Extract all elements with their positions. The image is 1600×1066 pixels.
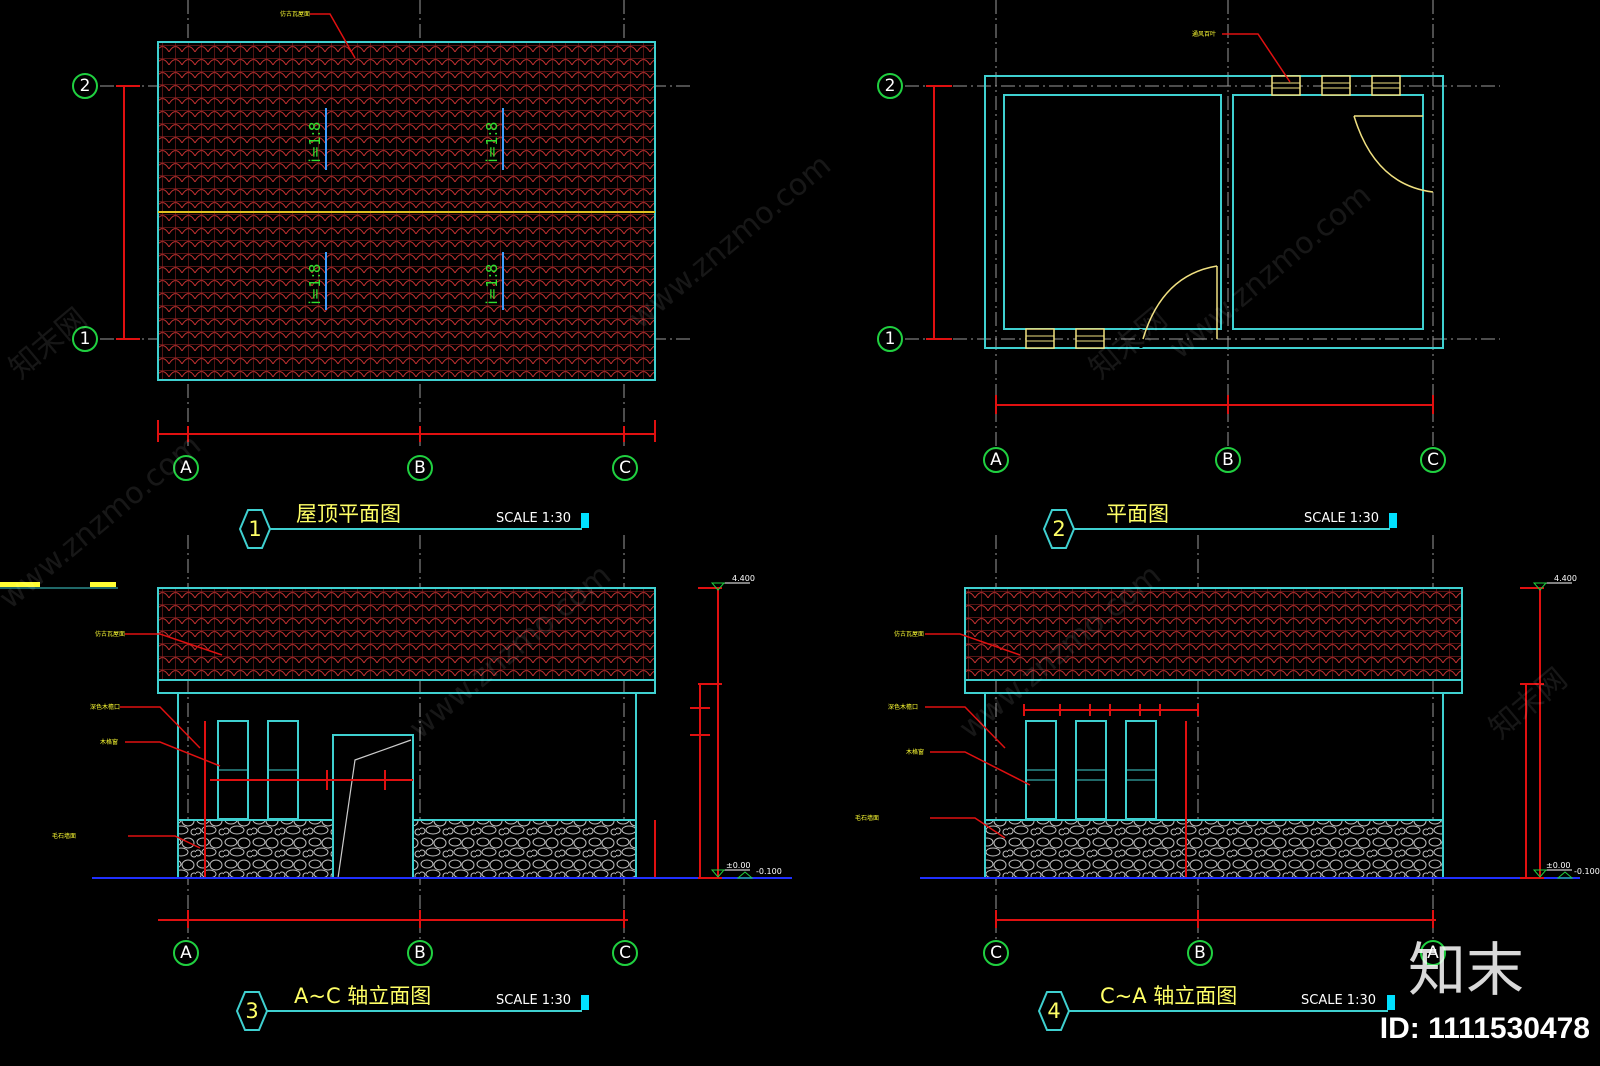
room-left xyxy=(1003,94,1222,330)
drawing-scale: SCALE 1:30 xyxy=(1304,511,1379,526)
stone-base-note: 毛石墙面 xyxy=(52,832,76,840)
stone-base-note: 毛石墙面 xyxy=(855,814,879,822)
drawing-scale: SCALE 1:30 xyxy=(496,993,571,1008)
slope-label: i=1:8 xyxy=(483,264,501,305)
drawing-title: C~A 轴立面图 xyxy=(1100,984,1237,1008)
drawing-title: A~C 轴立面图 xyxy=(294,984,431,1008)
elevation-minus: -0.100 xyxy=(756,867,782,876)
drawing-number: 3 xyxy=(245,999,258,1023)
axis-bubble-c: C xyxy=(1427,450,1439,470)
stone-base xyxy=(984,819,1444,879)
axis-bubble-a: A xyxy=(990,450,1002,470)
drawing-number-badge xyxy=(235,991,269,1031)
drawing-number-badge xyxy=(1042,509,1076,549)
axis-bubble-2: 2 xyxy=(885,76,896,96)
floor-plan-drawing: 通风百叶 2 1 A B C 2 平面图 SCALE 1:30 xyxy=(877,0,1500,549)
roof-tile-area xyxy=(964,587,1463,681)
brand-logo: 知末 xyxy=(1408,936,1524,1004)
elevation-c-a-drawing: 仿古瓦屋面 深色木檐口 木格窗 毛石墙面 4.400 ±0.00 -0.100 … xyxy=(855,535,1600,1031)
fascia-note: 深色木檐口 xyxy=(888,703,918,711)
roof-plan-drawing: i=1:8 i=1:8 i=1:8 i=1:8 仿古瓦屋面 2 1 A B C … xyxy=(72,0,690,549)
axis-bubble-b: B xyxy=(1222,450,1234,470)
drawing-number-badge xyxy=(238,509,272,549)
drawing-number: 4 xyxy=(1047,999,1060,1023)
window-note: 木格窗 xyxy=(100,738,118,746)
slope-label: i=1:8 xyxy=(306,122,324,163)
axis-bubble-2: 2 xyxy=(80,76,91,96)
axis-bubble-c: C xyxy=(619,458,631,478)
elevation-zero: ±0.00 xyxy=(726,861,751,870)
axis-bubble-a: A xyxy=(180,458,192,478)
elevation-top: 4.400 xyxy=(732,574,755,583)
axis-bubble-c: C xyxy=(619,943,631,963)
drawing-number: 2 xyxy=(1052,517,1065,541)
vent-note: 通风百叶 xyxy=(1192,30,1216,38)
axis-bubble-b: B xyxy=(1194,943,1206,963)
slope-label: i=1:8 xyxy=(306,264,324,305)
roof-material-note: 仿古瓦屋面 xyxy=(95,630,125,638)
drawing-number-badge xyxy=(1037,991,1071,1031)
drawing-scale: SCALE 1:30 xyxy=(496,511,571,526)
roof-tile-area xyxy=(157,587,656,681)
axis-bubble-a: A xyxy=(1427,943,1439,963)
outer-wall xyxy=(984,75,1444,349)
window-note: 木格窗 xyxy=(906,748,924,756)
elevation-minus: -0.100 xyxy=(1574,867,1600,876)
axis-bubble-b: B xyxy=(414,458,426,478)
roof-material-note: 仿古瓦屋面 xyxy=(280,10,310,18)
elevation-zero: ±0.00 xyxy=(1546,861,1571,870)
drawing-title: 屋顶平面图 xyxy=(296,502,401,526)
slope-label: i=1:8 xyxy=(483,122,501,163)
axis-bubble-b: B xyxy=(414,943,426,963)
roof-material-note: 仿古瓦屋面 xyxy=(894,630,924,638)
axis-bubble-1: 1 xyxy=(80,329,91,349)
drawing-number: 1 xyxy=(248,517,261,541)
drawing-title: 平面图 xyxy=(1106,502,1169,526)
watermark-brand: 知末网 xyxy=(1483,661,1574,746)
axis-bubble-1: 1 xyxy=(885,329,896,349)
elevation-a-c-drawing: 仿古瓦屋面 深色木檐口 木格窗 毛石墙面 4.400 ±0.00 -0.100 … xyxy=(0,535,792,1031)
axis-bubble-c: C xyxy=(990,943,1002,963)
asset-id: ID: 1111530478 xyxy=(1380,1012,1590,1045)
drawing-scale: SCALE 1:30 xyxy=(1301,993,1376,1008)
elevation-top: 4.400 xyxy=(1554,574,1577,583)
fascia-note: 深色木檐口 xyxy=(90,703,120,711)
axis-bubble-a: A xyxy=(180,943,192,963)
